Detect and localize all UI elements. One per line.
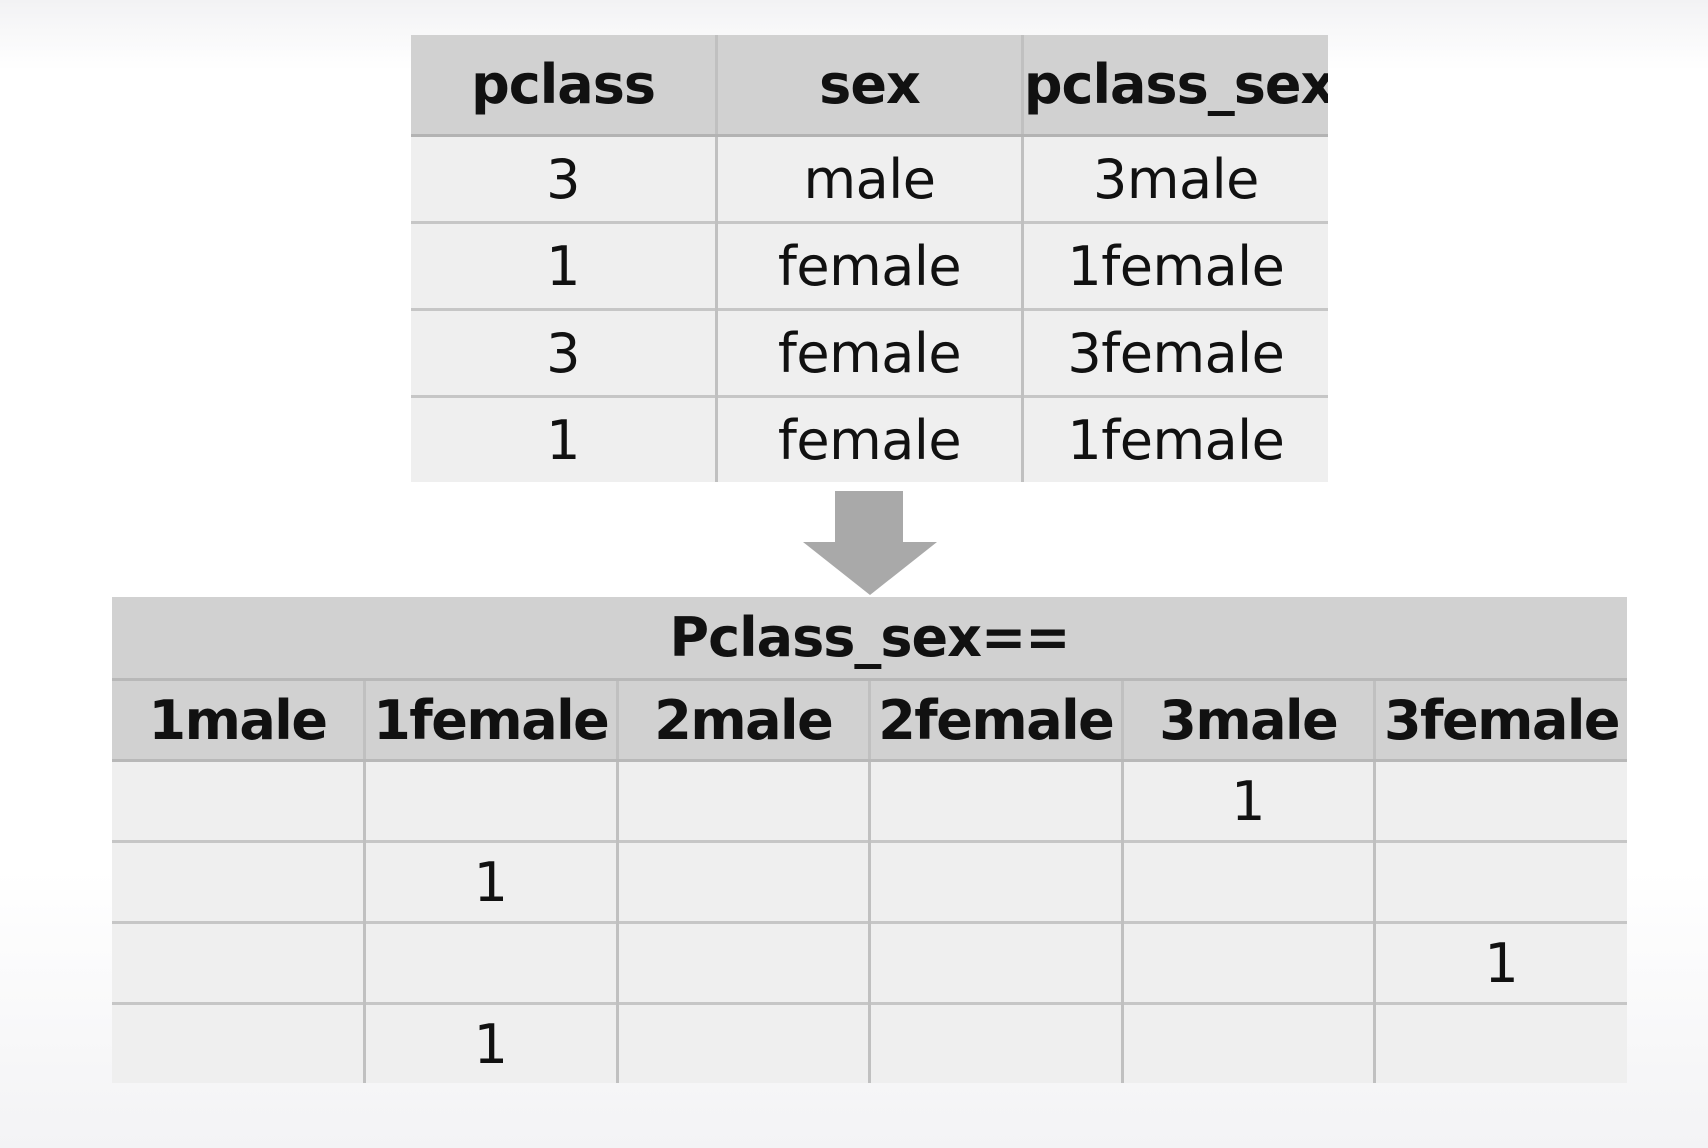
header-cell-2female: 2female <box>868 678 1122 762</box>
source-table-header-row: pclass sex pclass_sex <box>411 35 1328 137</box>
header-cell-2male: 2male <box>615 678 870 762</box>
table-cell: 3 <box>411 308 717 397</box>
table-cell: 1 <box>1120 760 1375 842</box>
table-cell: 1 <box>411 395 717 482</box>
table-cell <box>363 921 617 1004</box>
table-cell <box>615 840 870 923</box>
one-hot-table: Pclass_sex== 1male 1female 2male 2female… <box>112 597 1627 1083</box>
table-row: 1 female 1female <box>411 395 1328 482</box>
table-row: 3 male 3male <box>411 135 1328 223</box>
table-cell <box>1373 1002 1627 1083</box>
header-cell-sex: sex <box>715 35 1023 137</box>
down-arrow-icon <box>803 491 937 595</box>
header-cell-3female: 3female <box>1373 678 1627 762</box>
table-cell: 3male <box>1020 135 1328 223</box>
table-cell: female <box>715 395 1023 482</box>
table-cell <box>868 760 1122 842</box>
table-cell <box>363 760 617 842</box>
table-cell <box>868 921 1122 1004</box>
table-cell: 1 <box>363 1002 617 1083</box>
table-cell: female <box>715 308 1023 397</box>
table-cell: 1female <box>1020 395 1328 482</box>
table-cell <box>112 840 365 923</box>
table-cell: female <box>715 221 1023 310</box>
table-cell <box>615 760 870 842</box>
header-cell-3male: 3male <box>1120 678 1375 762</box>
down-arrow-shape <box>803 491 937 595</box>
one-hot-header-row: 1male 1female 2male 2female 3male 3femal… <box>112 678 1627 762</box>
table-cell <box>1373 840 1627 923</box>
table-cell <box>112 921 365 1004</box>
table-cell: 3 <box>411 135 717 223</box>
table-cell <box>1373 760 1627 842</box>
table-cell <box>868 840 1122 923</box>
table-cell: 1 <box>411 221 717 310</box>
source-table: pclass sex pclass_sex 3 male 3male 1 fem… <box>411 35 1328 482</box>
table-row: 1 <box>112 921 1627 1004</box>
table-cell <box>1120 1002 1375 1083</box>
table-row: 3 female 3female <box>411 308 1328 397</box>
table-cell <box>868 1002 1122 1083</box>
table-row: 1 <box>112 1002 1627 1083</box>
table-cell: 1 <box>1373 921 1627 1004</box>
table-cell: 1female <box>1020 221 1328 310</box>
table-row: 1 <box>112 840 1627 923</box>
table-cell: 1 <box>363 840 617 923</box>
table-cell <box>615 921 870 1004</box>
header-cell-1female: 1female <box>363 678 617 762</box>
header-cell-pclass-sex: pclass_sex <box>1020 35 1328 137</box>
header-cell-pclass: pclass <box>411 35 717 137</box>
table-cell: male <box>715 135 1023 223</box>
table-cell <box>615 1002 870 1083</box>
one-hot-title: Pclass_sex== <box>112 597 1627 680</box>
table-cell <box>1120 840 1375 923</box>
one-hot-title-row: Pclass_sex== <box>112 597 1627 680</box>
table-cell: 3female <box>1020 308 1328 397</box>
table-cell <box>1120 921 1375 1004</box>
table-cell <box>112 1002 365 1083</box>
table-row: 1 female 1female <box>411 221 1328 310</box>
table-cell <box>112 760 365 842</box>
table-row: 1 <box>112 760 1627 842</box>
header-cell-1male: 1male <box>112 678 365 762</box>
